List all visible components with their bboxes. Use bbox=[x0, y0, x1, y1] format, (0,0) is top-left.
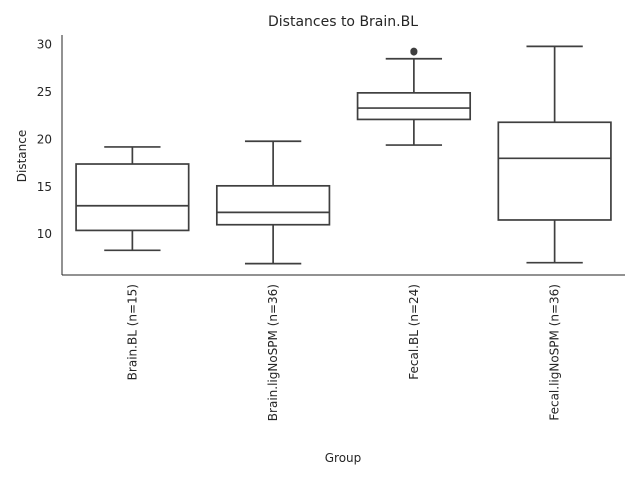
y-tick-labels: 10 15 20 25 30 bbox=[37, 37, 52, 241]
y-tick-label: 15 bbox=[37, 180, 52, 194]
y-tick-label: 25 bbox=[37, 85, 52, 99]
x-tick-label: Fecal.BL (n=24) bbox=[407, 284, 421, 380]
iqr-box bbox=[356, 92, 472, 121]
box-group bbox=[75, 146, 190, 252]
x-tick-label: Fecal.ligNoSPM (n=36) bbox=[548, 284, 562, 421]
box-series bbox=[75, 45, 612, 265]
box-group bbox=[497, 45, 612, 264]
box-group bbox=[356, 47, 472, 146]
y-axis-label: Distance bbox=[15, 130, 29, 182]
iqr-box bbox=[75, 163, 190, 232]
y-tick-label: 20 bbox=[37, 132, 52, 146]
box-group bbox=[215, 140, 331, 265]
x-tick-label: Brain.ligNoSPM (n=36) bbox=[266, 284, 280, 421]
y-tick-label: 30 bbox=[37, 37, 52, 51]
chart-title: Distances to Brain.BL bbox=[268, 14, 418, 30]
iqr-box bbox=[215, 184, 331, 226]
x-tick-labels: Brain.BL (n=15) Brain.ligNoSPM (n=36) Feca… bbox=[125, 284, 561, 421]
x-axis-label: Group bbox=[325, 451, 362, 465]
y-tick-label: 10 bbox=[37, 227, 52, 241]
outlier-point bbox=[410, 47, 418, 55]
iqr-box bbox=[497, 121, 612, 221]
x-tick-label: Brain.BL (n=15) bbox=[125, 284, 139, 380]
